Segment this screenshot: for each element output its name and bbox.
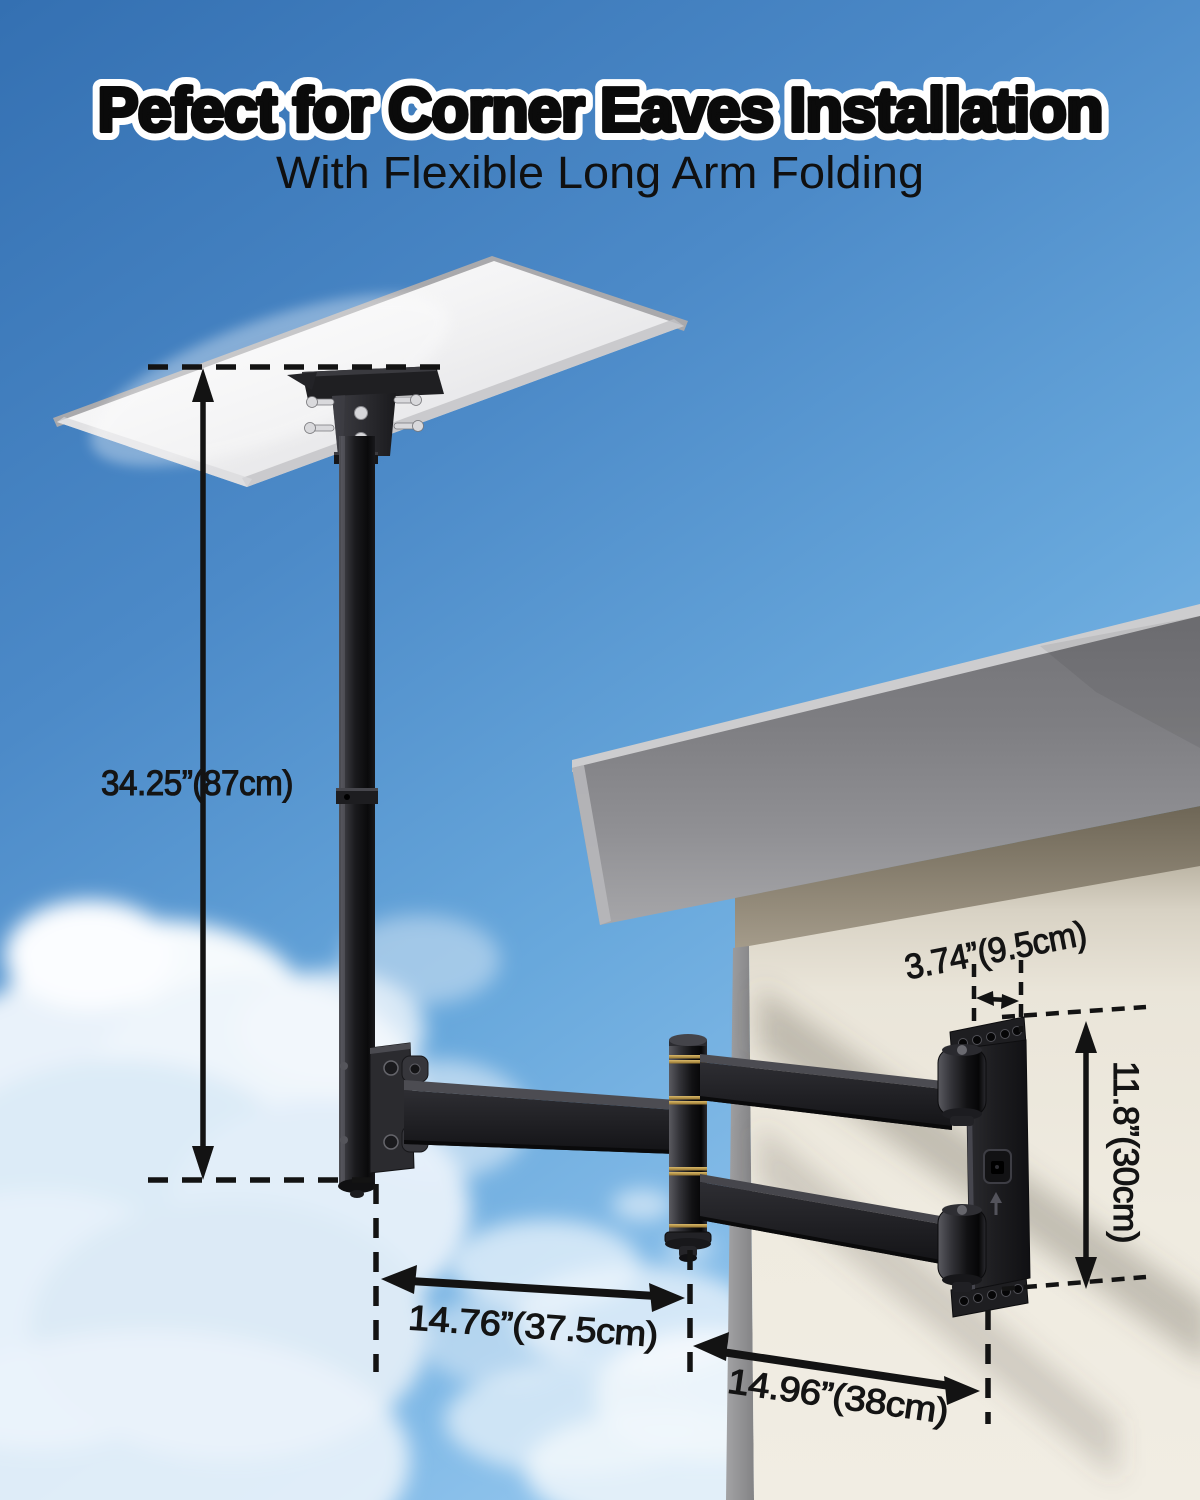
folding-arm-inner [404,1080,676,1154]
arm-bottom-edge [404,1140,676,1154]
eave-left-end [572,765,611,925]
dashed-reference-line [1001,1274,1147,1292]
gold-ring [669,1055,707,1059]
page-subtitle: With Flexible Long Arm Folding [276,147,924,198]
arrowhead [1075,1021,1097,1053]
bracket-plate-edge [370,1043,410,1054]
arrowhead [192,1146,214,1180]
gold-ring [669,1060,707,1064]
plate-hinge-bottom [937,1207,987,1283]
eave-soffit [735,806,1200,950]
arrowhead [693,1332,729,1361]
arrowhead [976,991,994,1006]
page-title: Pefect for Corner Eaves Installation [98,76,1103,145]
screw-icon [409,1063,421,1075]
arrowhead [1001,994,1019,1009]
gold-ring [669,1096,707,1100]
arm-top-face [700,1054,952,1090]
dimension-line [721,1348,951,1390]
flange-holes [959,1284,1023,1306]
bolt-icon [304,422,316,434]
dimension-label-pole-height: 34.25”(87cm) [101,764,293,803]
cloud-puff [5,900,175,1010]
bolt-icon [306,396,318,408]
screw-icon [383,1060,399,1076]
arm-top-face [700,1174,952,1226]
arm-front-face [404,1090,676,1154]
cloud-large [0,900,530,1500]
hinge-nub [952,1282,972,1292]
dashed-reference-line [1001,1004,1147,1020]
up-arrow-icon [990,1192,1002,1203]
pole-highlight [341,436,345,1186]
pole-bottom-nub [350,1190,364,1198]
flange-hole [959,1296,969,1306]
pivot-bolt [957,1205,967,1215]
dimension-label-bracket-height: 11.8”(30cm) [1106,1061,1145,1243]
header: Pefect for Corner Eaves Installation Pef… [89,67,1113,198]
hinge-nub [950,1116,974,1126]
joint-hole [344,794,350,800]
arrowhead [1075,1257,1097,1289]
flange-hole [986,1032,996,1042]
screw-icon [354,406,368,420]
hinge-gold-rings [669,1055,707,1228]
folding-arm-upper [700,1054,952,1130]
gold-ring [669,1172,707,1176]
arm-bottom-edge [700,1216,952,1266]
side-bolts [304,394,424,434]
screw-icon [383,1134,399,1150]
gold-ring [669,1167,707,1171]
arm-front-face [700,1062,952,1130]
plate-hinge-top [937,1047,987,1117]
screw-icon [340,1136,348,1144]
dimension-line [409,1277,657,1300]
pole-joint-sleeve [336,788,378,804]
screw-icon [340,1062,348,1070]
bolt-icon [410,394,422,406]
pole-joint-edge [336,788,378,791]
gold-ring [669,1101,707,1105]
dish-highlight [90,293,450,467]
bolt-icon [412,420,424,432]
flange-hole [1000,1029,1010,1039]
cloud-puff [420,1295,580,1385]
gold-ring [669,1224,707,1228]
flange-hole [973,1293,983,1303]
bracket-wedge [287,372,317,390]
arrowhead [944,1376,980,1405]
flange-hole [987,1290,997,1300]
arm-top-face [404,1080,676,1110]
lock-button-dot [995,1165,999,1169]
pivot-bolt [957,1045,967,1055]
hinge-flange-bottom [665,1238,711,1250]
hinge-pivot [942,1274,982,1286]
hinge-cap-top [669,1034,707,1046]
roof-facet-shadow [1040,616,1200,748]
arm-front-face [700,1182,952,1266]
arm-bottom-edge [700,1096,952,1130]
cloud-puff [0,1330,410,1500]
eave-fascia [572,616,1200,925]
arrowhead [192,368,214,402]
arrowhead [649,1283,685,1312]
wall-mount-plate [937,1016,1031,1318]
cloud-puff [612,1189,672,1221]
flange-hole [972,1035,982,1045]
cloud-puff [340,915,500,1005]
folding-arm-lower [700,1174,952,1266]
arrowhead [381,1265,417,1294]
page-title-outline: Pefect for Corner Eaves Installation [98,76,1103,145]
